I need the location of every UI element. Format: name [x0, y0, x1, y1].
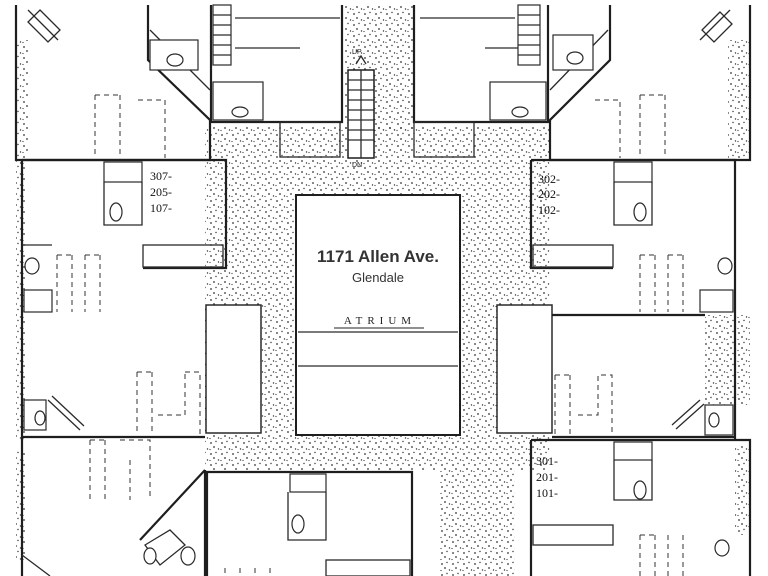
unit-number-west-3: 107-	[150, 201, 172, 215]
unit-number-west-1: 307-	[150, 169, 172, 183]
unit-number-east-lower-3: 101-	[536, 486, 558, 500]
unit-number-east-lower-1: 301-	[536, 454, 558, 468]
labels: 1171 Allen Ave. Glendale ATRIUM UP DN 30…	[150, 49, 560, 500]
unit-top-left	[209, 4, 344, 158]
stair	[347, 54, 375, 159]
building-address: 1171 Allen Ave.	[317, 247, 439, 266]
stair-up-label: UP	[352, 49, 362, 56]
unit-number-east-upper-3: 102-	[538, 203, 560, 217]
unit-east-middle	[552, 313, 737, 440]
unit-northwest	[14, 5, 212, 162]
unit-number-east-lower-2: 201-	[536, 470, 558, 484]
unit-east-upper	[529, 158, 737, 315]
unit-east-lower	[529, 438, 752, 576]
atrium-label: ATRIUM	[344, 315, 416, 327]
light-wells	[205, 304, 553, 434]
atrium	[295, 194, 461, 436]
building-city: Glendale	[352, 270, 404, 285]
unit-southwest	[20, 437, 207, 576]
unit-number-west-2: 205-	[150, 185, 172, 199]
unit-west-lower	[20, 315, 205, 440]
unit-number-east-upper-2: 202-	[538, 187, 560, 201]
unit-number-east-upper-1: 302-	[538, 172, 560, 186]
unit-south	[205, 470, 414, 576]
unit-top-right	[412, 4, 550, 158]
stair-down-label: DN	[352, 162, 362, 169]
unit-west-upper	[20, 158, 228, 315]
unit-northeast	[548, 5, 752, 162]
